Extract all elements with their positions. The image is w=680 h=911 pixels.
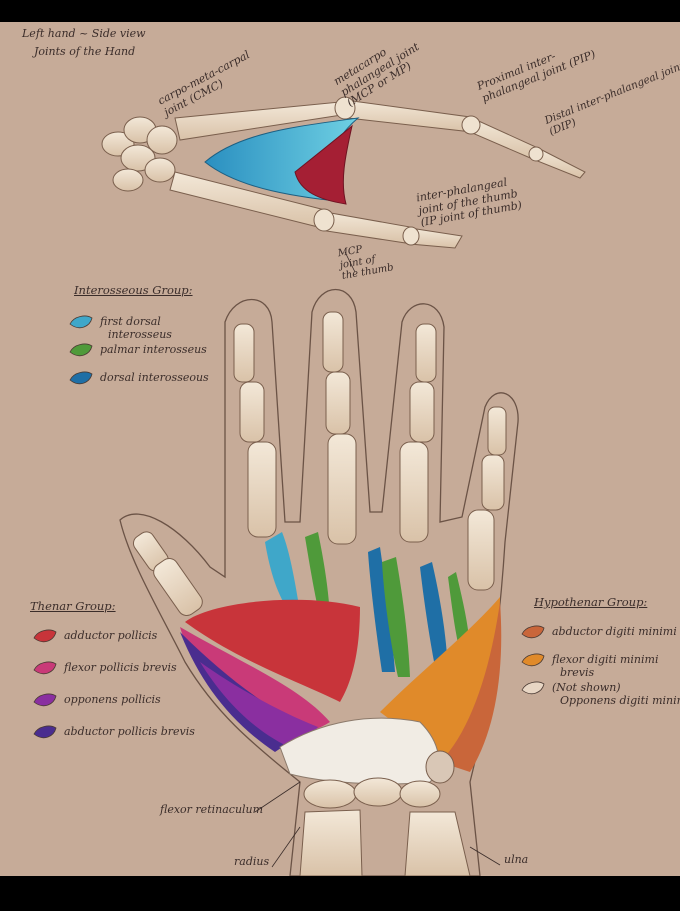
drawing-paper: Left hand ~ Side view Joints of the Hand…: [0, 22, 680, 876]
interosseous-swatch-0: [69, 315, 93, 329]
header-line-1: Left hand ~ Side view: [22, 27, 146, 40]
thenar-title: Thenar Group:: [30, 599, 116, 613]
palm-view-hand: [119, 251, 519, 876]
label-radius: radius: [234, 855, 270, 868]
thenar-label-3: abductor pollicis brevis: [64, 725, 195, 738]
hypothenar-swatch-1: [521, 653, 545, 667]
label-flexor-retinaculum: flexor retinaculum: [160, 803, 264, 816]
label-ulna: ulna: [504, 853, 529, 866]
interosseous-label-2: dorsal interosseous: [100, 371, 209, 384]
hand-anatomy-illustration: [101, 96, 586, 876]
thenar-label-1: flexor pollicis brevis: [64, 661, 177, 674]
hypothenar-title: Hypothenar Group:: [534, 595, 648, 609]
hypothenar-swatch-0: [521, 625, 545, 639]
interosseous-swatch-1: [69, 343, 93, 357]
interosseous-swatch-2: [69, 371, 93, 385]
hypothenar-label-2: (Not shown)Opponens digiti minimi: [552, 681, 680, 707]
interosseous-title: Interosseous Group:: [74, 283, 193, 297]
hypothenar-label-0: abductor digiti minimi: [552, 625, 677, 638]
thenar-swatch-0: [33, 629, 57, 643]
thenar-swatch-2: [33, 693, 57, 707]
thenar-swatch-3: [33, 725, 57, 739]
thenar-label-2: opponens pollicis: [64, 693, 161, 706]
side-view-hand: [101, 96, 586, 249]
interosseous-label-1: palmar interosseus: [100, 343, 207, 356]
thenar-swatch-1: [33, 661, 57, 675]
hypothenar-swatch-2: [521, 681, 545, 695]
thenar-label-0: adductor pollicis: [64, 629, 158, 642]
header-line-2: Joints of the Hand: [34, 45, 136, 58]
